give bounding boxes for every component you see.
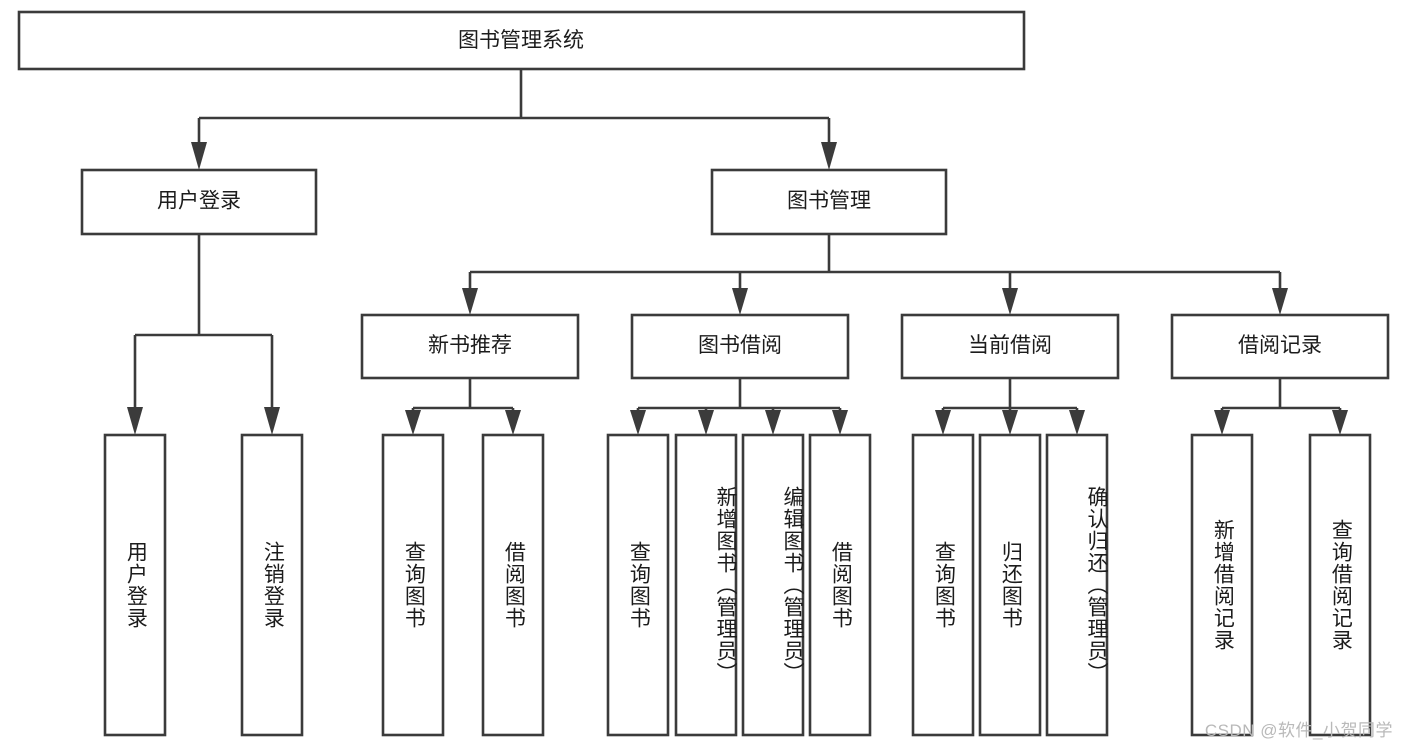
connector-group-newbook <box>405 378 521 435</box>
node-leaf-cb-return-box[interactable] <box>978 433 1042 737</box>
arrow-head-login <box>191 142 207 170</box>
arrow-head-leaf-rc-query <box>1332 410 1348 435</box>
arrow-head-leaf-user-logout <box>264 407 280 435</box>
node-current-label: 当前借阅 <box>968 334 1052 357</box>
arrow-head-leaf-cb-return <box>1002 410 1018 435</box>
node-borrow[interactable]: 图书借阅 <box>630 313 850 380</box>
node-bookmgmt[interactable]: 图书管理 <box>710 168 948 236</box>
node-root-label: 图书管理系统 <box>458 29 584 52</box>
node-leaf-bw-edit-box[interactable] <box>741 433 805 737</box>
arrow-head-leaf-bw-borrow <box>832 410 848 435</box>
node-login-label: 用户登录 <box>157 190 241 213</box>
node-borrow-label: 图书借阅 <box>698 334 782 357</box>
node-current-box[interactable] <box>900 313 1120 380</box>
arrow-head-leaf-user-login <box>127 407 143 435</box>
node-newbook-label: 新书推荐 <box>428 334 512 357</box>
arrow-head-record <box>1272 288 1288 315</box>
connector-group-login <box>127 234 280 435</box>
node-record[interactable]: 借阅记录 <box>1170 313 1390 380</box>
node-leaf-cb-confirm-box[interactable] <box>1045 433 1109 737</box>
arrow-head-bookmgmt <box>821 142 837 170</box>
node-login[interactable]: 用户登录 <box>80 168 318 236</box>
arrow-head-current <box>1002 288 1018 315</box>
node-newbook[interactable]: 新书推荐 <box>360 313 580 380</box>
node-leaf-rc-add-box[interactable] <box>1190 433 1254 737</box>
node-current[interactable]: 当前借阅 <box>900 313 1120 380</box>
node-leaf-bw-add-box[interactable] <box>674 433 738 737</box>
arrow-head-leaf-cb-query <box>935 410 951 435</box>
connector-group-record <box>1214 378 1348 435</box>
arrow-head-leaf-rc-add <box>1214 410 1230 435</box>
arrow-head-leaf-nb-borrow <box>505 410 521 435</box>
node-bookmgmt-box[interactable] <box>710 168 948 236</box>
arrow-head-leaf-bw-query <box>630 410 646 435</box>
node-leaf-user-login-box[interactable] <box>103 433 167 737</box>
node-leaf-nb-borrow-box[interactable] <box>481 433 545 737</box>
arrow-head-borrow <box>732 288 748 315</box>
node-leaf-cb-query-box[interactable] <box>911 433 975 737</box>
arrow-head-leaf-bw-add <box>698 410 714 435</box>
node-leaf-bw-borrow-box[interactable] <box>808 433 872 737</box>
arrow-head-leaf-nb-query <box>405 410 421 435</box>
node-bookmgmt-label: 图书管理 <box>787 190 871 213</box>
connector-group-bookmgmt <box>462 234 1288 315</box>
node-leaf-nb-query-box[interactable] <box>381 433 445 737</box>
watermark-text: CSDN @软件_小贺同学 <box>1204 721 1393 740</box>
node-leaf-bw-query-box[interactable] <box>606 433 670 737</box>
node-borrow-box[interactable] <box>630 313 850 380</box>
node-root[interactable]: 图书管理系统 <box>17 10 1026 71</box>
node-leaf-rc-query-box[interactable] <box>1308 433 1372 737</box>
node-record-label: 借阅记录 <box>1238 334 1322 357</box>
node-leaf-user-logout-box[interactable] <box>240 433 304 737</box>
arrow-head-leaf-cb-confirm <box>1069 410 1085 435</box>
node-login-box[interactable] <box>80 168 318 236</box>
node-newbook-box[interactable] <box>360 313 580 380</box>
arrow-head-leaf-bw-edit <box>765 410 781 435</box>
node-root-box[interactable] <box>17 10 1026 71</box>
arrow-head-newbook <box>462 288 478 315</box>
node-record-box[interactable] <box>1170 313 1390 380</box>
connector-group-root <box>191 69 837 170</box>
connector-group-current <box>935 378 1085 435</box>
connector-group-borrow <box>630 378 848 435</box>
